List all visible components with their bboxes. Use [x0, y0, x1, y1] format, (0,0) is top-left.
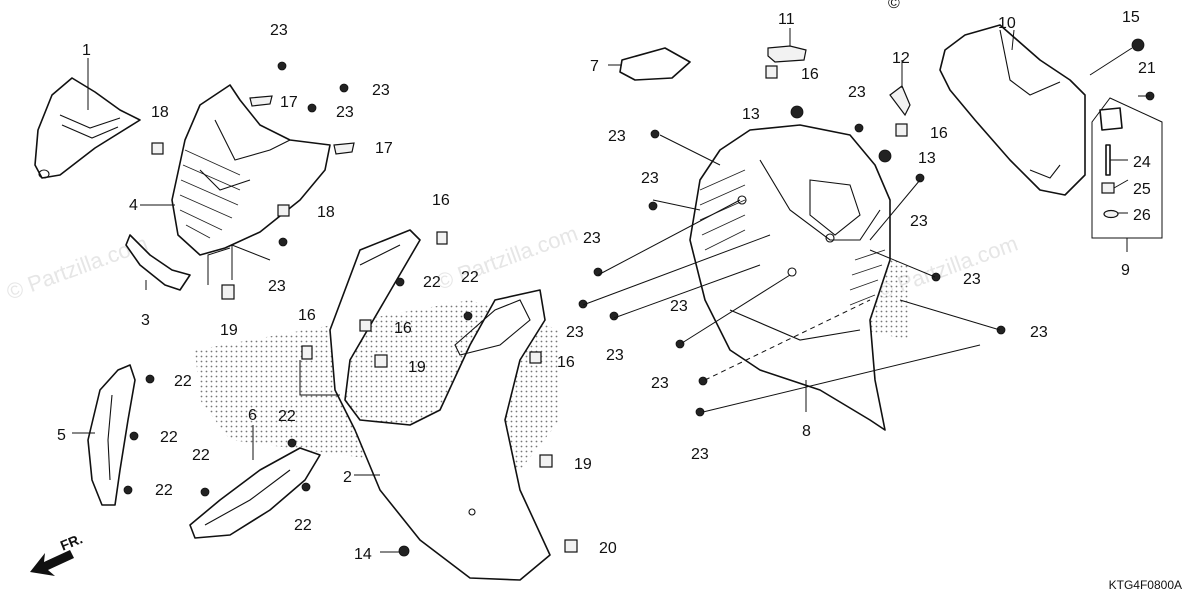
diagram-code: KTG4F0800A	[1108, 578, 1182, 592]
callout-6: 6	[248, 407, 257, 424]
callout-23-e: 23	[608, 128, 626, 145]
callout-21: 21	[1138, 60, 1156, 77]
callout-23-o: 23	[963, 271, 981, 288]
callout-26: 26	[1133, 207, 1151, 224]
callout-22-f: 22	[278, 408, 296, 425]
callout-23-p: 23	[1030, 324, 1048, 341]
callout-7: 7	[590, 58, 599, 75]
callout-23-h: 23	[566, 324, 584, 341]
part-10-upper-inner-cover	[939, 24, 1086, 196]
part-7-small-cover	[619, 47, 691, 81]
callout-16-e: 16	[801, 66, 819, 83]
callout-12: 12	[892, 50, 910, 67]
callout-23-k: 23	[651, 375, 669, 392]
callout-19-c: 19	[574, 456, 592, 473]
callout-19-a: 19	[220, 322, 238, 339]
callout-18-b: 18	[317, 204, 335, 221]
callout-22-e: 22	[155, 482, 173, 499]
callout-22-d: 22	[160, 429, 178, 446]
callout-15: 15	[1122, 9, 1140, 26]
watermark-center: © Partzilla.com	[433, 221, 581, 295]
callout-16-b: 16	[394, 320, 412, 337]
callout-22-c: 22	[174, 373, 192, 390]
callout-13-b: 13	[918, 150, 936, 167]
part-8-inner-cover	[689, 124, 891, 431]
callout-23-l: 23	[691, 446, 709, 463]
callout-24: 24	[1133, 154, 1151, 171]
callout-10: 10	[998, 15, 1016, 32]
callout-5: 5	[57, 427, 66, 444]
part-11-clip	[767, 45, 807, 63]
callout-23-f: 23	[641, 170, 659, 187]
callout-22-b: 22	[461, 269, 479, 286]
part-1-front-cover	[34, 77, 141, 179]
callout-3: 3	[141, 312, 150, 329]
callout-labels: 1 2 3 4 5 6 7 8 9 10 11 12 13 13 14 15 1…	[57, 9, 1156, 563]
callout-23-n: 23	[910, 213, 928, 230]
callout-2: 2	[343, 469, 352, 486]
callout-17-a: 17	[280, 94, 298, 111]
callout-23-b: 23	[372, 82, 390, 99]
callout-16-d: 16	[557, 354, 575, 371]
callout-20: 20	[599, 540, 617, 557]
part-3-trim-strip	[125, 234, 191, 291]
front-direction-arrow	[30, 550, 74, 576]
part-9-bracket-group	[1091, 97, 1163, 252]
part-4-front-top-cover	[171, 84, 331, 256]
callout-16-f: 16	[930, 125, 948, 142]
copyright-symbol: ©	[888, 0, 900, 12]
callout-1: 1	[82, 42, 91, 59]
callout-25: 25	[1133, 181, 1151, 198]
part-2-leg-shield	[329, 229, 551, 581]
callout-8: 8	[802, 423, 811, 440]
callout-23-m: 23	[848, 84, 866, 101]
part-5-side-panel	[87, 364, 136, 506]
callout-23-c: 23	[336, 104, 354, 121]
callout-11: 11	[778, 11, 795, 28]
callout-14: 14	[354, 546, 372, 563]
callout-23-d: 23	[268, 278, 286, 295]
callout-18-a: 18	[151, 104, 169, 121]
callout-4: 4	[129, 197, 138, 214]
callout-22-h: 22	[294, 517, 312, 534]
callout-22-a: 22	[423, 274, 441, 291]
callout-23-j: 23	[670, 298, 688, 315]
leader-lines	[72, 28, 1150, 553]
part-12-clip	[889, 85, 911, 117]
callout-23-g: 23	[583, 230, 601, 247]
callout-23-i: 23	[606, 347, 624, 364]
callout-13-a: 13	[742, 106, 760, 123]
callout-16-a: 16	[432, 192, 450, 209]
small-clips	[151, 65, 908, 553]
callout-19-b: 19	[408, 359, 426, 376]
callout-16-c: 16	[298, 307, 316, 324]
callout-17-b: 17	[375, 140, 393, 157]
callout-22-g: 22	[192, 447, 210, 464]
callout-9: 9	[1121, 262, 1130, 279]
callout-23-a: 23	[270, 22, 288, 39]
part-6-lower-side-piece	[189, 447, 321, 539]
